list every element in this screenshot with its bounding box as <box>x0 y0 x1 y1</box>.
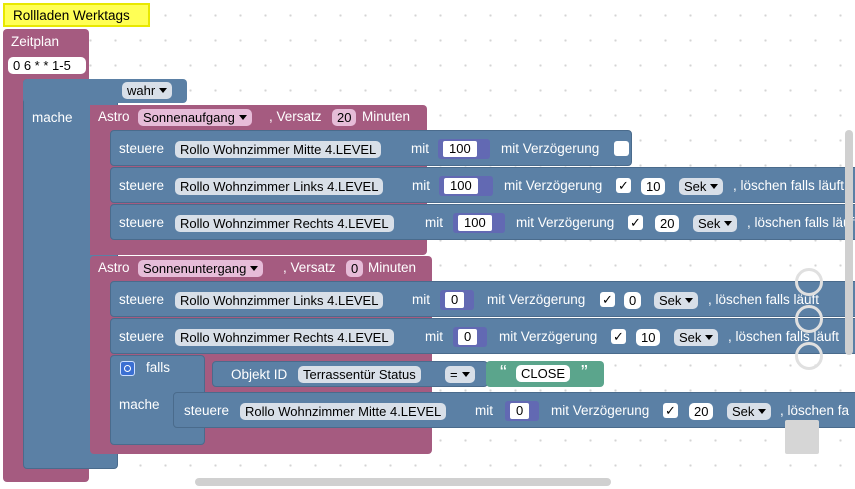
zoom-in-icon[interactable] <box>795 305 823 333</box>
device-field[interactable]: Rollo Wohnzimmer Mitte 4.LEVEL <box>240 403 447 420</box>
delay-checkbox[interactable]: ✓ <box>628 215 643 230</box>
value-number[interactable]: 0 <box>505 401 539 421</box>
value-number[interactable]: 100 <box>453 213 505 233</box>
string-block[interactable]: “ CLOSE ” <box>486 361 604 387</box>
schedule-label: Zeitplan <box>11 34 60 49</box>
device-field[interactable]: Rollo Wohnzimmer Links 4.LEVEL <box>175 178 384 195</box>
value-number[interactable]: 100 <box>438 139 490 159</box>
device-field[interactable]: Rollo Wohnzimmer Rechts 4.LEVEL <box>175 215 394 232</box>
astro-1-offset-label: , Versatz <box>269 109 322 124</box>
do-label: mache <box>32 110 73 125</box>
control-row-3[interactable]: steuere Rollo Wohnzimmer Rechts 4.LEVEL … <box>110 204 855 240</box>
astro-2-label: Astro <box>98 260 130 275</box>
astro-1-offset-field[interactable]: 20 <box>332 109 357 126</box>
delay-value-field[interactable]: 20 <box>655 215 680 232</box>
delay-unit-dropdown[interactable]: Sek <box>693 215 738 232</box>
delay-value-field[interactable]: 10 <box>636 329 661 346</box>
device-field[interactable]: Rollo Wohnzimmer Mitte 4.LEVEL <box>175 141 382 158</box>
trash-icon[interactable] <box>785 420 819 454</box>
astro-2-unit-label: Minuten <box>368 260 417 275</box>
delay-checkbox[interactable] <box>614 141 629 156</box>
delay-value-field[interactable]: 10 <box>641 178 666 195</box>
vertical-scrollbar[interactable] <box>845 130 853 355</box>
delay-checkbox[interactable]: ✓ <box>663 403 678 418</box>
quote-open-icon: “ <box>500 362 507 384</box>
astro-1-unit-label: Minuten <box>362 109 411 124</box>
object-id-field[interactable]: Terrassentür Status <box>298 366 421 383</box>
delay-checkbox[interactable]: ✓ <box>616 178 631 193</box>
astro-1-event-dropdown[interactable]: Sonnenaufgang <box>138 109 252 126</box>
nested-if-label: falls <box>146 360 171 375</box>
zoom-reset-icon[interactable] <box>795 268 823 296</box>
quote-close-icon: ” <box>581 362 588 384</box>
nested-do-label: mache <box>119 397 160 412</box>
cron-field[interactable]: 0 6 * * 1-5 <box>8 57 86 74</box>
delay-value-field[interactable]: 20 <box>689 403 714 420</box>
value-number[interactable]: 0 <box>453 327 487 347</box>
condition-dropdown[interactable]: wahr <box>122 82 173 99</box>
control-row-4[interactable]: steuere Rollo Wohnzimmer Links 4.LEVEL m… <box>110 281 855 317</box>
value-number[interactable]: 100 <box>439 176 493 196</box>
astro-2-offset-label: , Versatz <box>283 260 336 275</box>
delay-unit-dropdown[interactable]: Sek <box>679 178 724 195</box>
delay-unit-dropdown[interactable]: Sek <box>674 329 719 346</box>
script-title-label[interactable]: Rollladen Werktags <box>3 3 150 27</box>
astro-2-event-dropdown[interactable]: Sonnenuntergang <box>138 260 264 277</box>
delay-checkbox[interactable]: ✓ <box>611 329 626 344</box>
string-value-field[interactable]: CLOSE <box>516 365 571 382</box>
control-row-6[interactable]: steuere Rollo Wohnzimmer Mitte 4.LEVEL m… <box>173 392 855 428</box>
astro-2-offset-field[interactable]: 0 <box>346 260 364 277</box>
delay-checkbox[interactable]: ✓ <box>600 292 615 307</box>
zoom-out-icon[interactable] <box>795 342 823 370</box>
gear-icon[interactable] <box>120 361 135 376</box>
schedule-bottom <box>18 470 33 482</box>
control-row-1[interactable]: steuere Rollo Wohnzimmer Mitte 4.LEVEL m… <box>110 130 632 166</box>
object-condition-block[interactable]: Objekt ID Terrassentür Status = <box>212 361 488 387</box>
delay-unit-dropdown[interactable]: Sek <box>654 292 699 309</box>
astro-1-label: Astro <box>98 109 130 124</box>
astro-block-1-arm <box>90 105 110 255</box>
delay-unit-dropdown[interactable]: Sek <box>727 403 772 420</box>
control-row-5[interactable]: steuere Rollo Wohnzimmer Rechts 4.LEVEL … <box>110 318 855 354</box>
delay-value-field[interactable]: 0 <box>624 292 642 309</box>
value-number[interactable]: 0 <box>440 290 474 310</box>
device-field[interactable]: Rollo Wohnzimmer Rechts 4.LEVEL <box>175 329 394 346</box>
horizontal-scrollbar[interactable] <box>195 478 611 486</box>
control-row-2[interactable]: steuere Rollo Wohnzimmer Links 4.LEVEL m… <box>110 167 855 203</box>
operator-dropdown[interactable]: = <box>445 366 475 383</box>
device-field[interactable]: Rollo Wohnzimmer Links 4.LEVEL <box>175 292 384 309</box>
